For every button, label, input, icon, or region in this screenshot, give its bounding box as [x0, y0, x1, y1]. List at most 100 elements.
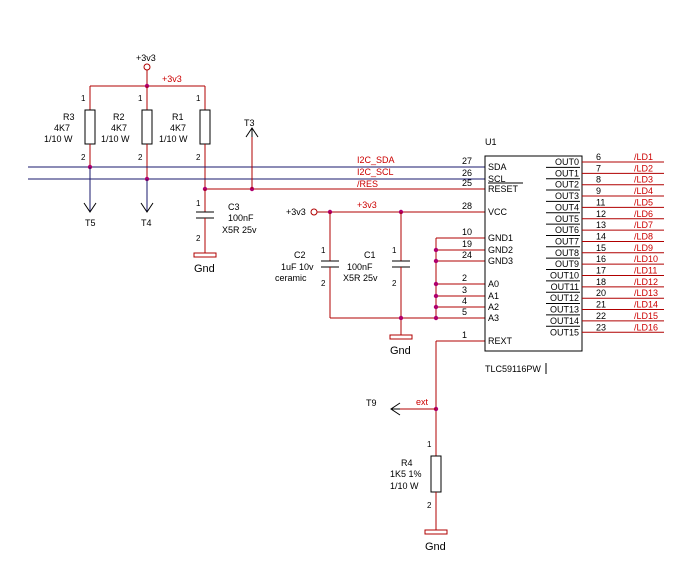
ic-pin-name: OUT4: [555, 202, 579, 212]
component-rating: 1/10 W: [159, 134, 188, 144]
ic-pin-number: 21: [596, 300, 606, 310]
ic-pin-number: 14: [596, 231, 606, 241]
resistor-r1: 1 2 R1 4K7 1/10 W: [159, 86, 211, 189]
ic-pin-number: 8: [596, 175, 601, 185]
ref-designator: R3: [63, 112, 75, 122]
ic-pin-name: A1: [488, 291, 499, 301]
testpoint-arrow-icon: [83, 202, 97, 213]
ic-pin-name: OUT1: [555, 168, 579, 178]
ground-symbol-c1: Gnd: [389, 334, 413, 357]
ic-pin-number: 22: [596, 311, 606, 321]
ic-pin-number: 12: [596, 209, 606, 219]
capacitor-c3: 1 2 C3 100nF X5R 25v: [196, 189, 257, 253]
ic-pin-number: 17: [596, 266, 606, 276]
ic-pin-name: GND2: [488, 245, 513, 255]
ic-pin-name: GND3: [488, 256, 513, 266]
testpoint-arrow-icon: [245, 127, 259, 138]
component-value: 100nF: [347, 262, 373, 272]
rext-network: ext: [400, 340, 485, 456]
component-rating: X5R 25v: [343, 273, 378, 283]
ic-pin-name: VCC: [488, 207, 508, 217]
ground-icon: [193, 252, 217, 258]
net-label-led: /LD6: [634, 209, 653, 219]
ic-pin-name: OUT9: [555, 259, 579, 269]
power-port-icon: [310, 208, 318, 216]
pin-number: 2: [392, 279, 397, 288]
ic-pin-number: 6: [596, 152, 601, 162]
resistor-body-icon: [430, 455, 442, 493]
ic-pin-number: 27: [462, 156, 472, 166]
net-label-ext: ext: [416, 397, 429, 407]
ground-symbol-c3: Gnd: [193, 252, 217, 275]
net-label-led: /LD7: [634, 220, 653, 230]
testpoint-arrow-icon: [390, 402, 401, 416]
power-port-icon: [143, 63, 151, 71]
resistor-body-icon: [84, 109, 96, 145]
net-label-led: /LD9: [634, 243, 653, 253]
ic-pin-number: 2: [462, 273, 467, 283]
component-rating: ceramic: [275, 273, 307, 283]
ic-pin-number: 13: [596, 220, 606, 230]
ic-pin-number: 11: [596, 197, 605, 207]
ic-pin-number: 5: [462, 307, 467, 317]
ground-symbol-r4: Gnd: [424, 529, 448, 553]
ic-pin-name: OUT7: [555, 236, 579, 246]
net-label-led: /LD14: [634, 300, 658, 310]
top-supply-label: +3v3: [136, 53, 156, 63]
ic-ref-label: U1: [485, 137, 497, 147]
net-label-led: /LD11: [634, 266, 657, 276]
net-label-led: /LD12: [634, 277, 658, 287]
pin-number: 2: [138, 153, 143, 162]
component-rating: X5R 25v: [222, 225, 257, 235]
ic-pin-name: SCL: [488, 174, 506, 184]
ic-pin-name: OUT6: [555, 225, 579, 235]
ground-label: Gnd: [390, 345, 411, 357]
pin-number: 2: [196, 234, 201, 243]
ic-pin-name: A2: [488, 302, 499, 312]
component-value: 100nF: [228, 213, 254, 223]
ic-pin-number: 26: [462, 168, 472, 178]
net-label-led: /LD10: [634, 254, 658, 264]
top-power-rail: +3v3 +3v3: [90, 53, 205, 89]
net-label-res: /RES: [357, 179, 378, 189]
ic-pin-name: OUT3: [555, 191, 579, 201]
ic-pin-number: 10: [462, 227, 472, 237]
ic-pin-name: OUT12: [550, 293, 579, 303]
pin-number: 1: [196, 94, 201, 103]
ic-left-pins: 27SDA26SCL25RESET28VCC10GND119GND224GND3…: [462, 156, 523, 346]
ic-u1: U1 TLC59116PW 27SDA26SCL25RESET28VCC10GN…: [462, 137, 664, 374]
resistor-r3: 1 2 R3 4K7 1/10 W: [44, 86, 96, 167]
pin-number: 2: [81, 153, 86, 162]
pin-number: 1: [196, 199, 201, 208]
ic-pin-number: 23: [596, 322, 606, 332]
component-rating: 1/10 W: [390, 481, 419, 491]
i2c-bus: I2C_SDA I2C_SCL /RES: [28, 155, 485, 192]
resistor-r2: 1 2 R2 4K7 1/10 W: [101, 86, 153, 179]
pin-number: 2: [196, 153, 201, 162]
net-label-led: /LD8: [634, 231, 653, 241]
ic-pin-number: 4: [462, 296, 467, 306]
pin-number: 2: [427, 501, 432, 510]
resistor-r4: 1 2 R4 1K5 1% 1/10 W: [390, 440, 442, 530]
ref-designator: R4: [401, 458, 413, 468]
ic-pin-name: A3: [488, 313, 499, 323]
net-label-scl: I2C_SCL: [357, 167, 394, 177]
ic-pin-name: SDA: [488, 162, 507, 172]
testpoint-arrow-icon: [140, 202, 154, 213]
pin-number: 1: [321, 246, 326, 255]
testpoint-label: T4: [141, 218, 152, 228]
resistor-body-icon: [199, 109, 211, 145]
net-label-led: /LD5: [634, 197, 653, 207]
ref-designator: C3: [228, 202, 240, 212]
ic-pin-number: 18: [596, 277, 606, 287]
testpoint-label: T9: [366, 398, 377, 408]
ic-pin-number: 24: [462, 250, 472, 260]
ic-pin-name: OUT8: [555, 248, 579, 258]
vcc-net-label: +3v3: [357, 200, 377, 210]
component-value: 4K7: [170, 123, 186, 133]
ic-pin-name: OUT14: [550, 316, 579, 326]
pin-number: 1: [138, 94, 143, 103]
component-rating: 1/10 W: [101, 134, 130, 144]
ic-pin-number: 7: [596, 163, 601, 173]
